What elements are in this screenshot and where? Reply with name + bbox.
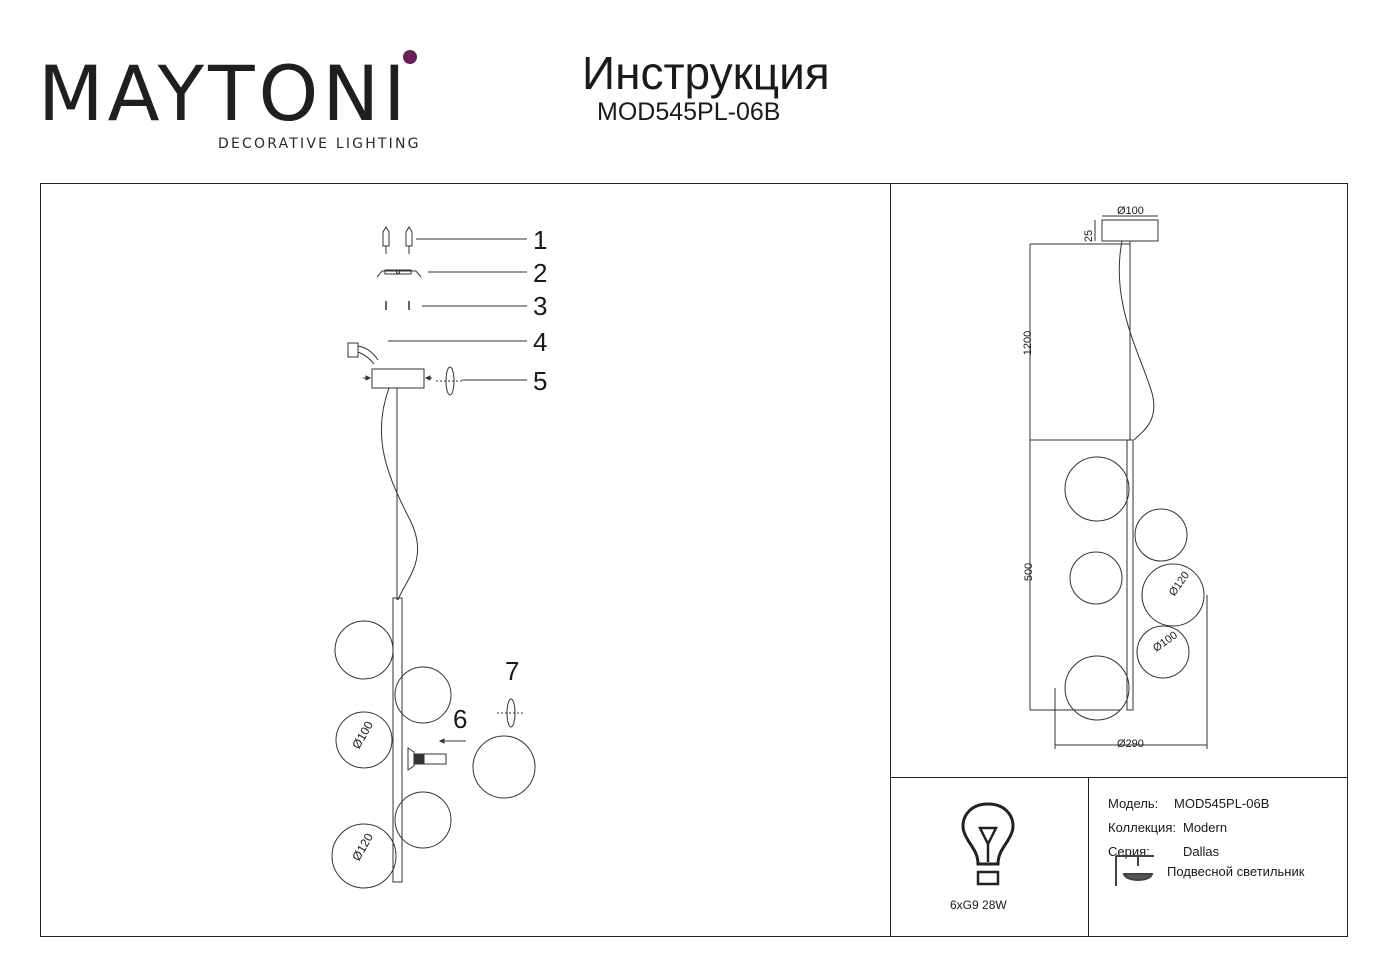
glass-globe-detached [472,735,536,799]
bulb-icon [961,802,1015,886]
glass-globe [394,666,452,724]
glass-globe [1064,456,1130,522]
callout-3: 3 [533,291,548,321]
brand-logo: MAYTONI [38,49,410,138]
glass-globe [1064,655,1130,721]
anchor-screws [382,226,413,254]
lamp-stem [392,597,403,883]
dim-cable-length: 1200 [1022,330,1035,356]
glass-globe [1141,563,1205,627]
model-value: MOD545PL-06B [1174,796,1270,811]
g9-bulb [407,738,466,771]
lamp-type: Подвесной светильник [1167,864,1305,879]
small-screws [385,301,410,310]
canopy [1101,219,1159,242]
assembly-drawing [331,226,536,889]
pendant-lamp-icon [1115,855,1154,886]
dim-overall-width: Ø290 [1117,738,1144,750]
terminal-block [347,342,379,365]
callout-2: 2 [533,258,548,288]
series-value: Dallas [1183,844,1220,859]
glass-globe [1136,625,1190,679]
callout-1: 1 [533,225,548,255]
dim-canopy-height: 25 [1083,229,1096,243]
spec-divider [890,777,1348,778]
callout-7: 7 [505,656,520,686]
mounting-bracket [376,269,422,278]
glass-globe [394,791,452,849]
dim-body-height: 500 [1023,562,1036,582]
glass-globe [1069,551,1123,605]
callout-4: 4 [533,327,548,357]
panel-divider [890,183,891,937]
glass-globe [1134,508,1188,562]
glass-globe [335,711,393,769]
model-number: MOD545PL-06B [597,98,781,126]
brand-tagline: DECORATIVE LIGHTING [218,136,421,152]
glass-globe [331,823,397,889]
logo-accent-dot [403,50,417,64]
glass-globe [334,620,394,680]
drawing-frame [40,183,1348,937]
dim-canopy-diameter: Ø100 [1117,205,1144,217]
power-cord [380,387,419,601]
model-label: Модель: [1108,796,1159,811]
collection-label: Коллекция: [1108,820,1176,835]
lamp-stem [1126,439,1134,711]
rotate-arrow [497,698,525,728]
callout-5: 5 [533,366,548,396]
dimension-drawing [1029,215,1208,749]
spec-column-divider [1088,777,1089,937]
bulb-caption: 6xG9 28W [950,898,1007,912]
callout-6: 6 [453,704,468,734]
page-title: Инструкция [582,47,830,99]
power-cord [1118,240,1155,441]
collection-value: Modern [1183,820,1228,835]
canopy [363,366,462,396]
